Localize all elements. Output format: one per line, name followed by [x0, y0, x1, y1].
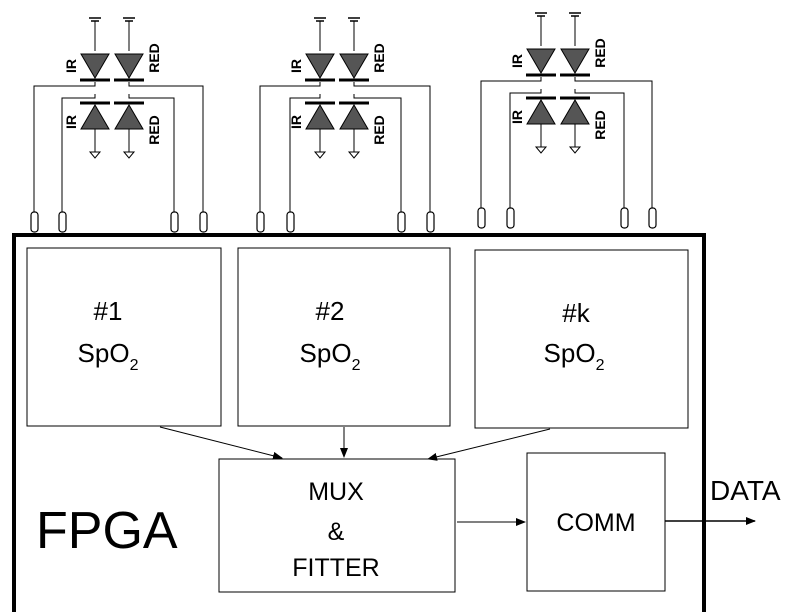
led-diode-icon — [526, 48, 556, 74]
data-output-label: DATA — [710, 475, 781, 506]
mux-ampersand: & — [328, 518, 345, 546]
ground-icon — [122, 151, 136, 159]
sensor-group-3: IR RED IR RED — [477, 12, 657, 229]
photodiode-red-label: RED — [592, 110, 608, 140]
led-diode-icon — [339, 53, 369, 79]
comm-box: COMM — [526, 452, 666, 592]
channel-2-number: #2 — [316, 296, 345, 326]
led-diode-icon — [305, 53, 335, 79]
led-diode-icon — [80, 53, 110, 79]
ground-icon — [534, 146, 548, 154]
led-diode-icon — [114, 53, 144, 79]
connector-pin — [648, 207, 657, 229]
ground-icon — [88, 151, 102, 159]
connector-pin — [30, 211, 39, 233]
connector-pin — [256, 211, 265, 233]
connector-pin — [199, 211, 208, 233]
connector-pin — [426, 211, 435, 233]
connector-pin — [170, 211, 179, 233]
connector-pin — [58, 211, 67, 233]
ground-icon — [568, 146, 582, 154]
channel-k-number: #k — [562, 298, 590, 328]
photodiode-icon — [305, 104, 335, 130]
connector-pin — [620, 207, 629, 229]
photodiode-icon — [80, 104, 110, 130]
photodiode-ir-label: IR — [509, 110, 525, 124]
fpga-label: FPGA — [36, 502, 178, 560]
channel-k-name: SpO2 — [544, 338, 605, 374]
photodiode-red-label: RED — [371, 115, 387, 145]
sensor-group-container: IR RED IR RED IR RED IR RED IR RED IR RED — [30, 12, 657, 233]
photodiode-icon — [526, 99, 556, 125]
ground-icon — [313, 151, 327, 159]
channel-1-name: SpO2 — [78, 338, 139, 374]
channel-2-name: SpO2 — [300, 338, 361, 374]
mux-label: MUX — [308, 478, 364, 506]
photodiode-ir-label: IR — [63, 115, 79, 129]
connector-pin — [506, 207, 515, 229]
sensor-group-2: IR RED IR RED — [256, 17, 435, 233]
photodiode-icon — [560, 99, 590, 125]
photodiode-icon — [339, 104, 369, 130]
sensor-group-1: IR RED IR RED — [30, 17, 208, 233]
connector-pin — [397, 211, 406, 233]
fitter-label: FITTER — [292, 554, 380, 582]
led-diode-icon — [560, 48, 590, 74]
arrow-channel-1-to-mux — [159, 426, 283, 460]
channel-box-k: #k SpO2 — [474, 249, 689, 429]
photodiode-icon — [114, 104, 144, 130]
connector-pin — [477, 207, 486, 229]
connector-pin — [286, 211, 295, 233]
led-red-label: RED — [146, 43, 162, 73]
ground-icon — [347, 151, 361, 159]
led-ir-label: IR — [63, 59, 79, 73]
comm-label: COMM — [556, 509, 635, 537]
photodiode-ir-label: IR — [288, 115, 304, 129]
fpga-box — [12, 233, 706, 612]
photodiode-red-label: RED — [146, 115, 162, 145]
channel-1-number: #1 — [94, 296, 123, 326]
channel-box-1: #1 SpO2 — [26, 247, 222, 427]
led-red-label: RED — [371, 43, 387, 73]
arrow-channel-k-to-mux — [427, 428, 551, 461]
led-red-label: RED — [592, 38, 608, 68]
mux-fitter-box: MUX & FITTER — [218, 458, 456, 593]
led-ir-label: IR — [509, 54, 525, 68]
channel-box-2: #2 SpO2 — [237, 247, 451, 427]
led-ir-label: IR — [288, 59, 304, 73]
